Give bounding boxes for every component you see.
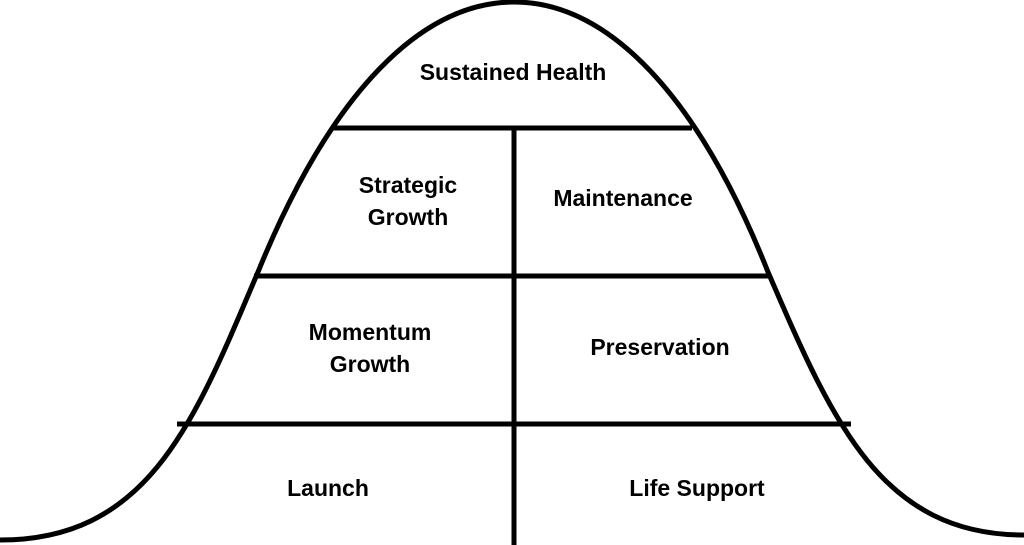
label-launch: Launch (287, 475, 369, 501)
label-maintenance: Maintenance (553, 185, 693, 211)
label-strategic-growth: Strategic Growth (359, 169, 457, 233)
label-momentum-growth: Momentum Growth (309, 316, 432, 380)
label-strategic-growth-line1: Strategic (358, 172, 458, 198)
label-momentum-growth-line1: Momentum (308, 319, 432, 345)
label-life-support: Life Support (629, 475, 765, 501)
label-strategic-growth-line2: Growth (367, 204, 449, 230)
label-momentum-growth-line2: Growth (329, 351, 411, 377)
label-preservation: Preservation (590, 334, 730, 360)
label-sustained-health: Sustained Health (419, 59, 607, 85)
